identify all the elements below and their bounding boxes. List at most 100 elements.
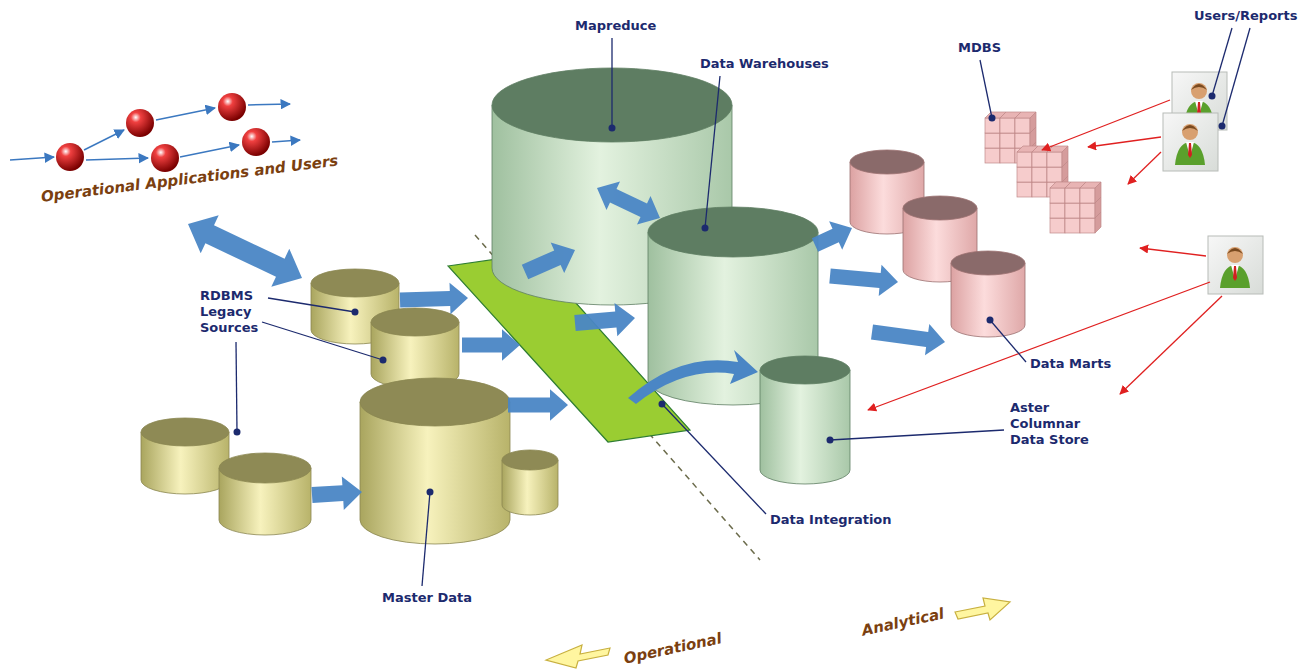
leader-dot <box>989 115 996 122</box>
cube-face <box>1000 148 1015 163</box>
user-head <box>1227 247 1243 263</box>
leader-dot <box>987 317 994 324</box>
cylinder-top <box>648 207 818 257</box>
leader-dot <box>234 429 241 436</box>
cylinder <box>502 450 558 515</box>
cylinder-top <box>219 453 311 483</box>
leader-dot <box>352 309 359 316</box>
user-head <box>1182 124 1198 140</box>
cylinder-top <box>141 418 229 446</box>
component-label: Master Data <box>382 590 492 606</box>
user-hair <box>1227 248 1243 254</box>
leader-line <box>830 430 1004 440</box>
user-hair <box>1182 125 1198 131</box>
leader-line <box>705 76 720 228</box>
cube-face <box>1050 188 1065 203</box>
process-sphere <box>242 128 270 156</box>
user-shirt <box>1186 142 1194 157</box>
leader-line <box>268 298 355 312</box>
cube-face <box>1080 203 1095 218</box>
flow-arrow <box>188 215 302 286</box>
leader-line <box>990 320 1026 362</box>
access-arrow <box>1140 248 1206 256</box>
cube-face <box>1080 218 1095 233</box>
cube-face <box>1065 203 1080 218</box>
flow-arrow <box>829 265 898 296</box>
direction-arrow <box>546 645 610 668</box>
flow-arrow <box>462 329 520 361</box>
cube-face <box>1095 182 1101 203</box>
access-arrow <box>1128 152 1161 184</box>
cylinder <box>360 378 510 544</box>
cube-face <box>1065 188 1080 203</box>
flow-line <box>272 140 300 142</box>
cube-face <box>985 148 1000 163</box>
cube-face <box>1062 146 1068 167</box>
leader-line <box>662 404 766 514</box>
component-label: Mapreduce <box>575 18 685 34</box>
flow-arrow <box>312 476 363 510</box>
user-icon <box>1208 236 1263 294</box>
cube-face <box>1065 218 1080 233</box>
leader-dot <box>659 401 666 408</box>
process-sphere <box>56 143 84 171</box>
cylinder <box>760 356 850 484</box>
leader-dot <box>1209 93 1216 100</box>
leader-dot <box>1219 123 1226 130</box>
cube-face <box>1047 152 1062 167</box>
flow-arrow <box>400 283 468 315</box>
access-arrow <box>868 282 1210 410</box>
component-label: MDBS <box>958 40 1018 56</box>
cube-face <box>1032 152 1047 167</box>
cube-face <box>1032 167 1047 182</box>
user-body <box>1220 265 1250 288</box>
cube-face <box>1050 218 1065 233</box>
leader-line <box>1222 28 1250 126</box>
cylinder <box>141 418 229 494</box>
process-sphere <box>126 109 154 137</box>
user-tie <box>1188 143 1192 158</box>
cylinder-top <box>951 251 1025 275</box>
flow-arrow <box>871 324 945 355</box>
cube-face <box>1032 182 1047 197</box>
leader-line <box>611 38 612 128</box>
user-icon <box>1163 113 1218 171</box>
process-sphere <box>151 144 179 172</box>
cube-face <box>1050 203 1065 218</box>
flow-line <box>248 104 290 105</box>
cube-face <box>1000 133 1015 148</box>
component-label: Users/Reports <box>1194 8 1304 24</box>
leader-dot <box>827 437 834 444</box>
leader-line <box>262 322 383 360</box>
access-arrow <box>1120 296 1222 394</box>
process-sphere <box>218 93 246 121</box>
flow-line <box>10 157 54 160</box>
component-label: Data Integration <box>770 512 910 528</box>
user-head <box>1191 83 1207 99</box>
user-body <box>1175 142 1205 165</box>
leader-dot <box>380 357 387 364</box>
flow-line <box>156 108 215 120</box>
flow-arrow <box>508 389 568 421</box>
access-arrow <box>1088 137 1161 147</box>
flow-arrow <box>522 242 575 279</box>
leader-line <box>422 492 430 586</box>
user-hair <box>1191 84 1207 90</box>
flow-arrow <box>597 182 660 225</box>
cylinder-top <box>360 378 510 426</box>
flow-arrow <box>628 350 758 404</box>
cube-face <box>1000 118 1015 133</box>
region-label: Analytical <box>860 605 946 640</box>
cube-face <box>1080 188 1095 203</box>
flow-arrow <box>574 303 635 336</box>
cylinder-top <box>371 308 459 336</box>
component-label: Aster Columnar Data Store <box>1010 400 1106 448</box>
cylinder <box>951 251 1025 337</box>
component-label: RDBMS Legacy Sources <box>200 288 272 336</box>
direction-arrow <box>955 598 1010 620</box>
cylinder-top <box>903 196 977 220</box>
cube-face <box>985 133 1000 148</box>
region-label: Operational <box>622 630 723 668</box>
user-shirt <box>1231 265 1239 280</box>
